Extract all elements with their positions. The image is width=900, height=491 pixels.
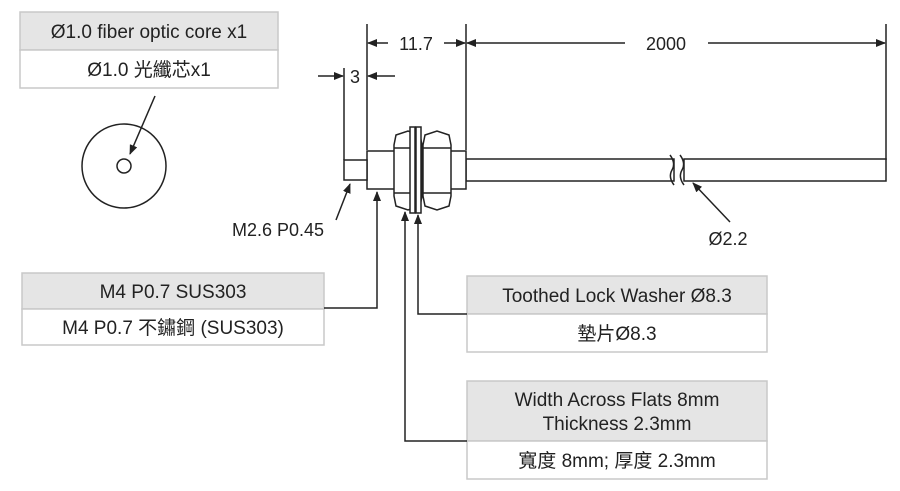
cable-right-segment	[683, 158, 887, 182]
washer-label-zh: 墊片Ø8.3	[577, 323, 656, 345]
cross-section-core-circle	[116, 158, 132, 174]
thread-leader	[324, 191, 381, 309]
thread-box-header	[21, 272, 325, 310]
thread-box-body	[21, 308, 325, 346]
washer-box-body	[466, 313, 768, 353]
core-box-header	[19, 11, 279, 51]
cable-break-mark-right	[679, 154, 685, 186]
thread-label-en: M4 P0.7 SUS303	[100, 282, 247, 303]
nut-label-en-line1: Width Across Flats 8mm	[515, 390, 720, 411]
core-label-en: Ø1.0 fiber optic core x1	[51, 22, 247, 43]
cable-dia-leader	[692, 182, 731, 223]
core-info-box: Ø1.0 fiber optic core x1 Ø1.0 光纖芯x1	[19, 11, 279, 89]
thread-material-box: M4 P0.7 SUS303 M4 P0.7 不鏽鋼 (SUS303)	[21, 191, 381, 346]
nut-right	[422, 130, 452, 211]
dim-thread-label: 11.7	[399, 34, 433, 54]
tip	[343, 159, 368, 181]
thread-label-zh: M4 P0.7 不鏽鋼 (SUS303)	[62, 317, 284, 339]
nut-label-zh: 寬度 8mm; 厚度 2.3mm	[518, 450, 715, 472]
tip-thread-label: M2.6 P0.45	[232, 220, 324, 240]
nut-box-header	[466, 380, 768, 442]
washer-leader	[414, 214, 467, 315]
nut-right-outline	[422, 130, 452, 211]
nut-label-en-line2: Thickness 2.3mm	[543, 414, 692, 435]
core-label-zh: Ø1.0 光纖芯x1	[87, 59, 211, 81]
nut-box-body	[466, 440, 768, 480]
core-box-body	[19, 49, 279, 89]
dim-cable-label: 2000	[646, 34, 686, 54]
cable-break-mark-left	[669, 154, 675, 186]
washer-label-en: Toothed Lock Washer Ø8.3	[502, 286, 732, 307]
cable-left-segment	[465, 158, 675, 182]
washer-box-header	[466, 275, 768, 315]
cross-section-outer-circle	[81, 123, 167, 209]
sensor-body	[343, 126, 887, 214]
tip-thread-callout: M2.6 P0.45	[232, 183, 351, 240]
dim-tip-label: 3	[350, 67, 360, 87]
washer-right	[415, 126, 422, 214]
nut-leader	[401, 211, 467, 442]
washer-box: Toothed Lock Washer Ø8.3 墊片Ø8.3	[414, 214, 768, 353]
dimension-lines: 3 11.7 2000	[318, 24, 887, 160]
cable-dia-callout: Ø2.2	[692, 182, 748, 249]
cable-dia-label: Ø2.2	[708, 229, 747, 249]
core-leader-arrow	[129, 95, 156, 155]
cross-section	[81, 95, 167, 209]
washer-left	[409, 126, 416, 214]
tip-thread-leader	[335, 183, 351, 221]
nut-box: Width Across Flats 8mm Thickness 2.3mm 寬…	[401, 211, 768, 480]
